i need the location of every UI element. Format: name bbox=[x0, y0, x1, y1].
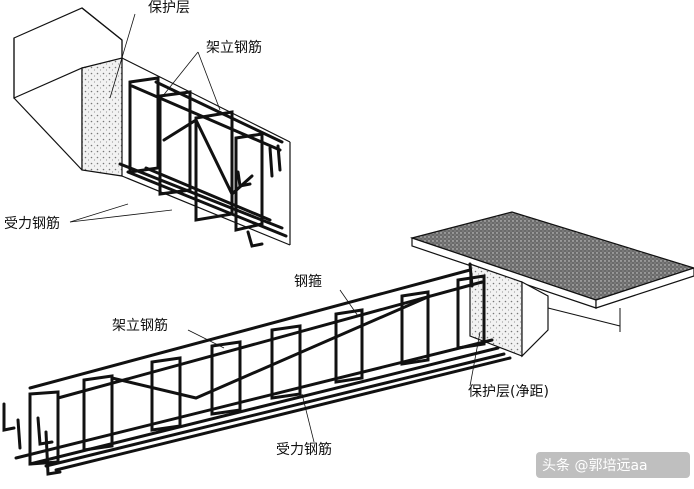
watermark-text: 头条 @郭培远aa bbox=[542, 457, 648, 474]
bottom-slab bbox=[409, 211, 694, 358]
bottom-cover-label: 保护层(净距) bbox=[468, 384, 549, 400]
top-erection-label: 架立钢筋 bbox=[206, 39, 262, 56]
top-main-label: 受力钢筋 bbox=[4, 215, 60, 232]
watermark-backdrop bbox=[536, 452, 690, 478]
bottom-stirrup-label: 钢箍 bbox=[294, 273, 322, 290]
top-cover-label: 保护层 bbox=[148, 0, 190, 16]
bottom-leader-lines bbox=[187, 289, 481, 443]
top-leader-lines bbox=[69, 13, 221, 223]
bottom-main-label: 受力钢筋 bbox=[276, 441, 332, 458]
bottom-erection-label: 架立钢筋 bbox=[112, 317, 168, 334]
top-rebar-cage bbox=[118, 76, 288, 248]
bottom-rebar-cage bbox=[2, 262, 512, 476]
top-beam-section bbox=[13, 7, 291, 246]
